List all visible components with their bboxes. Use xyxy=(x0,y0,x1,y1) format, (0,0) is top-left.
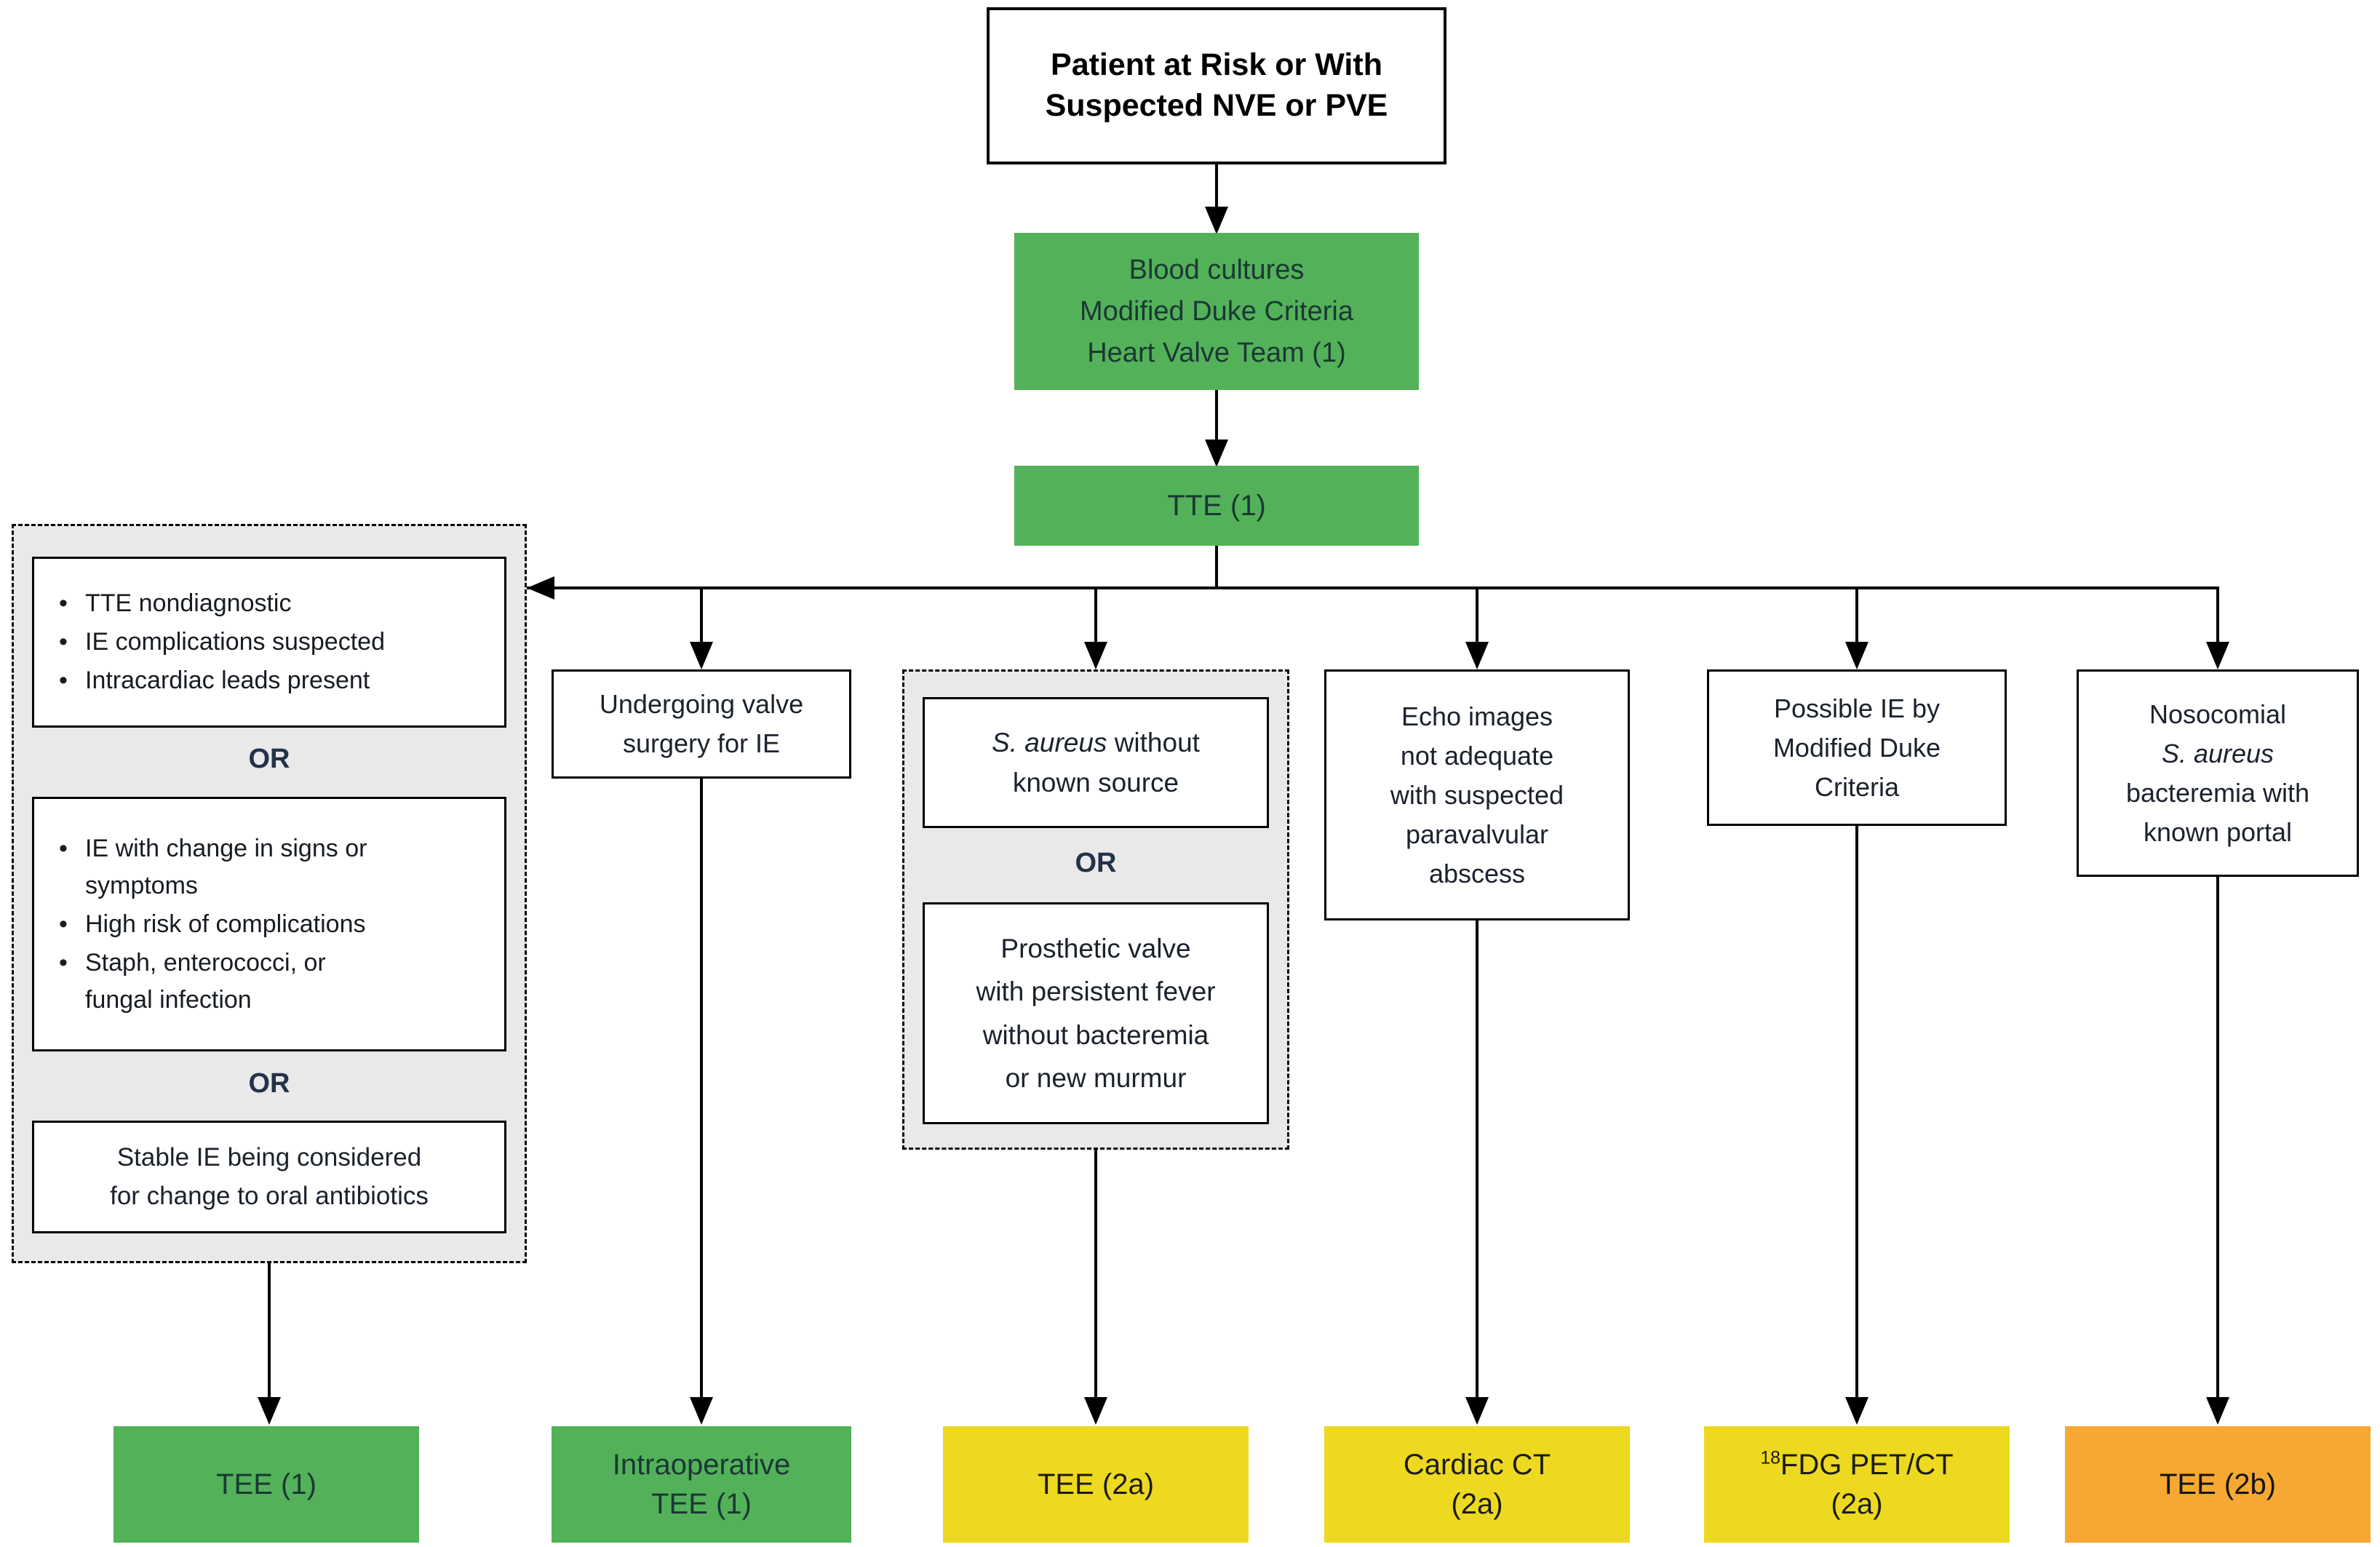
arrowhead-down-icon xyxy=(1465,642,1489,669)
connector-branch5-result xyxy=(1855,826,1858,1399)
prosthetic-valve-node: Prosthetic valve with persistent fever w… xyxy=(923,902,1269,1124)
result-tee2a: TEE (2a) xyxy=(943,1426,1249,1543)
arrowhead-down-icon xyxy=(1845,642,1868,669)
start-line1: Patient at Risk or With xyxy=(1051,47,1382,83)
result-tee2b: TEE (2b) xyxy=(2065,1426,2371,1543)
start-line2: Suspected NVE or PVE xyxy=(1045,88,1388,123)
valve-surgery-node: Undergoing valve surgery for IE xyxy=(552,669,851,779)
superscript-18: 18 xyxy=(1760,1448,1780,1468)
tee1-criteria-box3: Stable IE being considered for change to… xyxy=(32,1121,506,1233)
arrowhead-down-icon xyxy=(1205,440,1228,467)
arrowhead-down-icon xyxy=(1084,1397,1107,1425)
connector-tte-rail xyxy=(1215,546,1218,589)
connector-rail-branch2 xyxy=(700,586,703,643)
workup-node: Blood cultures Modified Duke Criteria He… xyxy=(1014,233,1419,390)
arrowhead-down-icon xyxy=(690,1397,713,1425)
connector-rail-branch6 xyxy=(2216,586,2219,643)
connector-start-workup xyxy=(1215,164,1218,208)
connector-branch1-result xyxy=(268,1263,271,1399)
list-item: IE complications suspected xyxy=(53,624,482,661)
connector-branch2-result xyxy=(700,779,703,1399)
list-item: High risk of complications xyxy=(53,906,482,943)
or-label: OR xyxy=(1075,848,1117,878)
workup-line2: Modified Duke Criteria xyxy=(1080,295,1353,327)
connector-rail-branch3 xyxy=(1094,586,1097,643)
echo-inadequate-node: Echo images not adequate with suspected … xyxy=(1324,669,1630,920)
nosocomial-node: Nosocomial S. aureus bacteremia with kno… xyxy=(2077,669,2359,877)
list-item: Staph, enterococci, or fungal infection xyxy=(53,944,482,1019)
tte-label: TTE (1) xyxy=(1167,489,1266,522)
result-tee1: TEE (1) xyxy=(114,1426,419,1543)
connector-workup-tte xyxy=(1215,390,1218,440)
tte-node: TTE (1) xyxy=(1014,466,1419,546)
tee1-criteria-list2: IE with change in signs or symptoms High… xyxy=(34,829,504,1020)
tee1-criteria-box1: TTE nondiagnostic IE complications suspe… xyxy=(32,557,506,728)
connector-branch6-result xyxy=(2216,877,2219,1399)
arrowhead-down-icon xyxy=(1084,642,1107,669)
tee1-criteria-box2: IE with change in signs or symptoms High… xyxy=(32,797,506,1051)
arrowhead-down-icon xyxy=(1465,1397,1489,1425)
result-intraoperative-tee: Intraoperative TEE (1) xyxy=(552,1426,851,1543)
arrowhead-down-icon xyxy=(690,642,713,669)
connector-rail-branch5 xyxy=(1855,586,1858,643)
arrowhead-down-icon xyxy=(2206,642,2229,669)
workup-line1: Blood cultures xyxy=(1129,254,1305,285)
result-cardiac-ct: Cardiac CT (2a) xyxy=(1324,1426,1630,1543)
arrowhead-down-icon xyxy=(1205,207,1228,234)
possible-ie-node: Possible IE by Modified Duke Criteria xyxy=(1707,669,2007,826)
arrowhead-down-icon xyxy=(2206,1397,2229,1425)
workup-line3: Heart Valve Team (1) xyxy=(1087,337,1346,368)
list-item: IE with change in signs or symptoms xyxy=(53,830,482,904)
branch-rail xyxy=(527,586,2219,589)
list-item: TTE nondiagnostic xyxy=(53,585,482,622)
or-label: OR xyxy=(248,744,290,774)
connector-branch4-result xyxy=(1476,920,1478,1399)
list-item: Intracardiac leads present xyxy=(53,662,482,699)
tee1-criteria-list1: TTE nondiagnostic IE complications suspe… xyxy=(34,584,504,701)
saureus-italic: S. aureus xyxy=(2161,738,2274,768)
saureus-italic: S. aureus xyxy=(992,727,1107,757)
saureus-node: S. aureus without known source xyxy=(923,697,1269,828)
connector-branch3-result xyxy=(1094,1150,1097,1399)
arrowhead-down-icon xyxy=(258,1397,281,1425)
connector-rail-branch4 xyxy=(1476,586,1478,643)
result-fdg-petct: 18FDG PET/CT (2a) xyxy=(1704,1426,2010,1543)
arrowhead-down-icon xyxy=(1845,1397,1868,1425)
start-node: Patient at Risk or With Suspected NVE or… xyxy=(987,7,1446,164)
or-label: OR xyxy=(248,1068,290,1099)
arrowhead-left-icon xyxy=(527,576,554,600)
